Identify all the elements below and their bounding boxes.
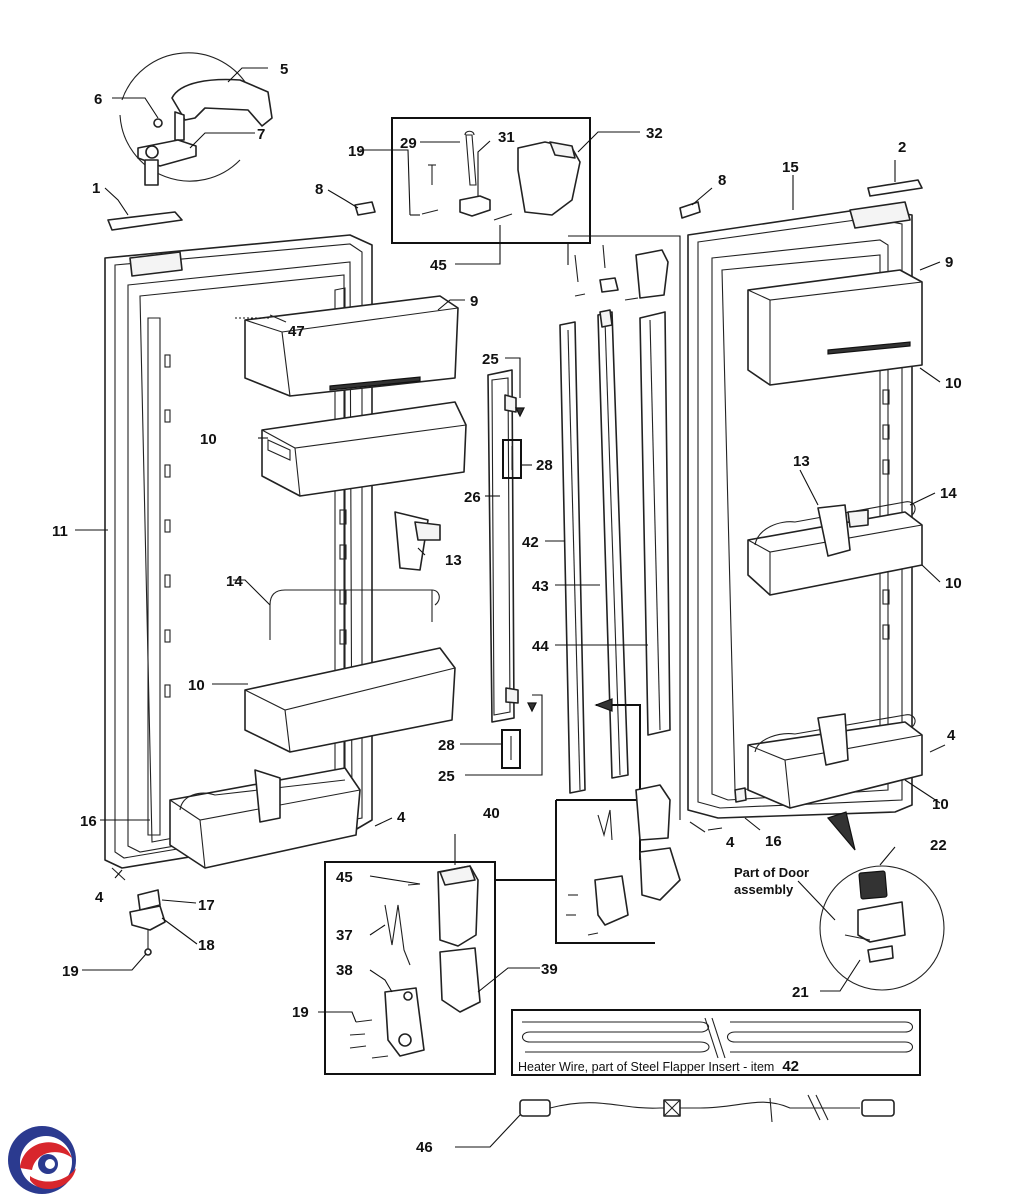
callout-9-right: 9: [945, 254, 953, 271]
callout-10-mid-right: 10: [945, 575, 962, 592]
callout-10-mid-left: 10: [188, 677, 205, 694]
door-assembly-note-line1: Part of Door: [734, 865, 809, 880]
callout-10-upper-right: 10: [945, 375, 962, 392]
callout-19-bottom: 19: [62, 963, 79, 980]
callout-25-top: 25: [482, 351, 499, 368]
right-dairy-bin: [747, 269, 923, 386]
mullion-bar: [487, 369, 515, 723]
heater-wire-note: Heater Wire, part of Steel Flapper Inser…: [518, 1058, 799, 1075]
callout-43: 43: [532, 578, 549, 595]
heater-wire-text: Heater Wire, part of Steel Flapper Inser…: [518, 1060, 774, 1074]
callout-11: 11: [52, 523, 68, 540]
callout-10-upper-left: 10: [200, 431, 217, 448]
callout-29: 29: [400, 135, 417, 152]
callout-31: 31: [498, 129, 515, 146]
callout-38: 38: [336, 962, 353, 979]
callout-32: 32: [646, 125, 663, 142]
heater-wire-item: 42: [782, 1058, 799, 1075]
callout-14-right: 14: [940, 485, 957, 502]
seal-42: [559, 321, 586, 794]
callout-45-top: 45: [430, 257, 447, 274]
left-shelf-rail: [269, 589, 440, 606]
callout-13-right: 13: [793, 453, 810, 470]
callout-22: 22: [930, 837, 947, 854]
callout-9-left: 9: [470, 293, 478, 310]
callout-10-lower-right: 10: [932, 796, 949, 813]
callout-labels: 5 6 7 1 8 2 8 15 9 9 47 10 10 11 13 13 1…: [52, 61, 962, 1156]
callout-19-top: 19: [348, 143, 365, 160]
hinge-parts-box: [391, 117, 591, 244]
callout-5: 5: [280, 61, 288, 78]
left-door-bin-upper: [261, 401, 467, 497]
swirl-logo-icon: [8, 1126, 76, 1194]
callout-8-right: 8: [718, 172, 726, 189]
callout-2: 2: [898, 139, 906, 156]
callout-1: 1: [92, 180, 100, 197]
top-hinge-assembly: [119, 52, 273, 186]
door-liner-dimples: [164, 354, 347, 698]
callout-28-bottom: 28: [438, 737, 455, 754]
detail-circle: [819, 865, 945, 991]
callout-21: 21: [792, 984, 809, 1001]
callout-4-right: 4: [947, 727, 956, 744]
left-dairy-bin: [244, 295, 459, 397]
callout-4-mid: 4: [397, 809, 406, 826]
callout-42: 42: [522, 534, 539, 551]
leader-lines: [75, 67, 941, 1148]
callout-28-top: 28: [536, 457, 553, 474]
part-8-clip-left: [354, 201, 376, 216]
callout-47: 47: [288, 323, 305, 340]
callout-16-left: 16: [80, 813, 97, 830]
left-bin-divider: [394, 511, 429, 571]
callout-15: 15: [782, 159, 799, 176]
callout-6: 6: [94, 91, 102, 108]
callout-45-box: 45: [336, 869, 353, 886]
part-1-cap: [107, 211, 183, 231]
callout-26: 26: [464, 489, 481, 506]
callout-19-box: 19: [292, 1004, 309, 1021]
callout-44: 44: [532, 638, 549, 655]
callout-16-right: 16: [765, 833, 782, 850]
callout-13-left: 13: [445, 552, 462, 569]
callout-4-rightdoor: 4: [726, 834, 735, 851]
right-door-dimples: [882, 389, 890, 640]
callout-46: 46: [416, 1139, 433, 1156]
callout-18: 18: [198, 937, 215, 954]
part-2-cap: [867, 179, 923, 197]
left-door-bin-middle: [244, 647, 456, 753]
door-assembly-note-line2: assembly: [734, 882, 794, 897]
callout-25-bottom: 25: [438, 768, 455, 785]
callout-14-left: 14: [226, 573, 243, 590]
heater-wire-box: [511, 1009, 921, 1076]
seal-43: [597, 311, 629, 779]
right-door-bin-lower: [747, 721, 923, 809]
callout-37: 37: [336, 927, 353, 944]
part-8-clip-right: [679, 201, 701, 219]
callout-4-left: 4: [95, 889, 104, 906]
callout-39: 39: [541, 961, 558, 978]
callout-8-left: 8: [315, 181, 323, 198]
callout-17: 17: [198, 897, 215, 914]
callout-7: 7: [257, 126, 265, 143]
hinge-kit-box: [324, 861, 496, 1075]
callout-40: 40: [483, 805, 500, 822]
